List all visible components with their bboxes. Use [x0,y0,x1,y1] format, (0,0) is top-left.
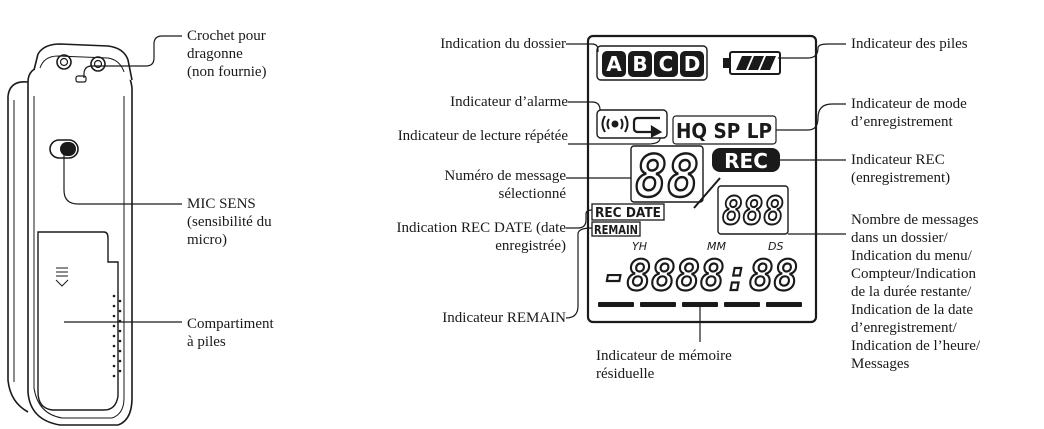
lcd-leader-lines [565,43,846,342]
leader-folder [566,43,599,52]
label-memory: Indicateur de mémoire résiduelle [596,348,732,382]
alarm-icon [601,115,629,133]
folder-c-icon [654,51,678,77]
label-mic-sens: MIC SENS (sensibilité du micro) [187,196,272,248]
label-repeat: Indicateur de lecture répétée [397,128,568,144]
label-message-number: Numéro de message sélectionné [444,168,566,202]
memory-bars [598,302,802,307]
label-battery-compartment: Compartiment à piles [187,316,274,350]
strap-hook-icon [75,75,87,83]
label-alarm: Indicateur d’alarme [450,94,568,110]
small-counter-text: 888 [722,189,784,233]
lcd-label-yh: YH [632,240,647,253]
leader-battery-indicator [778,43,846,59]
folder-d-letter: D [684,52,701,76]
label-rec-date: Indication REC DATE (date enregistrée) [396,220,566,254]
folder-c-letter: C [659,52,674,76]
battery-icon [723,51,781,75]
folder-d-icon [680,51,704,77]
folder-b-letter: B [632,52,647,76]
message-number-digits: 88 [630,141,704,211]
small-counter-digits: 888 [717,185,789,235]
mic-jack-icon [56,54,72,70]
label-strap-hook: Crochet pour dragonne (non fournie) [187,28,267,80]
folder-a-letter: A [606,52,622,76]
label-rec-indicator: Indicateur REC (enregistrement) [851,152,951,186]
rec-badge: REC [712,148,780,173]
leader-alarm [568,101,601,111]
label-battery-indicator: Indicateur des piles [851,36,968,52]
folder-a-icon [602,51,626,77]
label-rec-mode: Indicateur de mode d’enregistrement [851,96,967,130]
rec-mode-indicator: HQ SP LP [676,119,772,143]
leader-remain [565,227,593,319]
clock-digits-text: -8888:88 [602,251,798,300]
rec-date-text: REC DATE [595,206,661,221]
lcd-display: A B C D [586,34,818,324]
repeat-icon [632,116,663,138]
battery-compartment-lid [37,231,119,411]
label-messages-info: Nombre de messages dans un dossier/ Indi… [851,212,981,372]
label-folder: Indication du dossier [440,36,566,52]
message-number-text: 88 [635,142,699,210]
lcd-frame [586,34,818,324]
voice-recorder-device [7,43,133,426]
folder-indicators: A B C D [596,45,708,81]
leader-rec-mode [776,103,846,131]
folder-b-icon [628,51,652,77]
rec-slash [693,177,721,209]
leader-repeat [568,137,661,145]
remain-text: REMAIN [594,223,638,237]
label-remain: Indicateur REMAIN [442,310,566,326]
leader-mic-sens [63,154,182,205]
leader-strap-hook [83,35,182,78]
lcd-label-mm: MM [707,240,726,253]
leader-rec-date [566,209,593,229]
ear-jack-icon [90,56,106,72]
lcd-label-ds: DS [768,240,783,253]
alarm-repeat-box [596,109,668,139]
device-leader-lines [63,35,182,323]
rec-badge-text: REC [724,149,768,173]
